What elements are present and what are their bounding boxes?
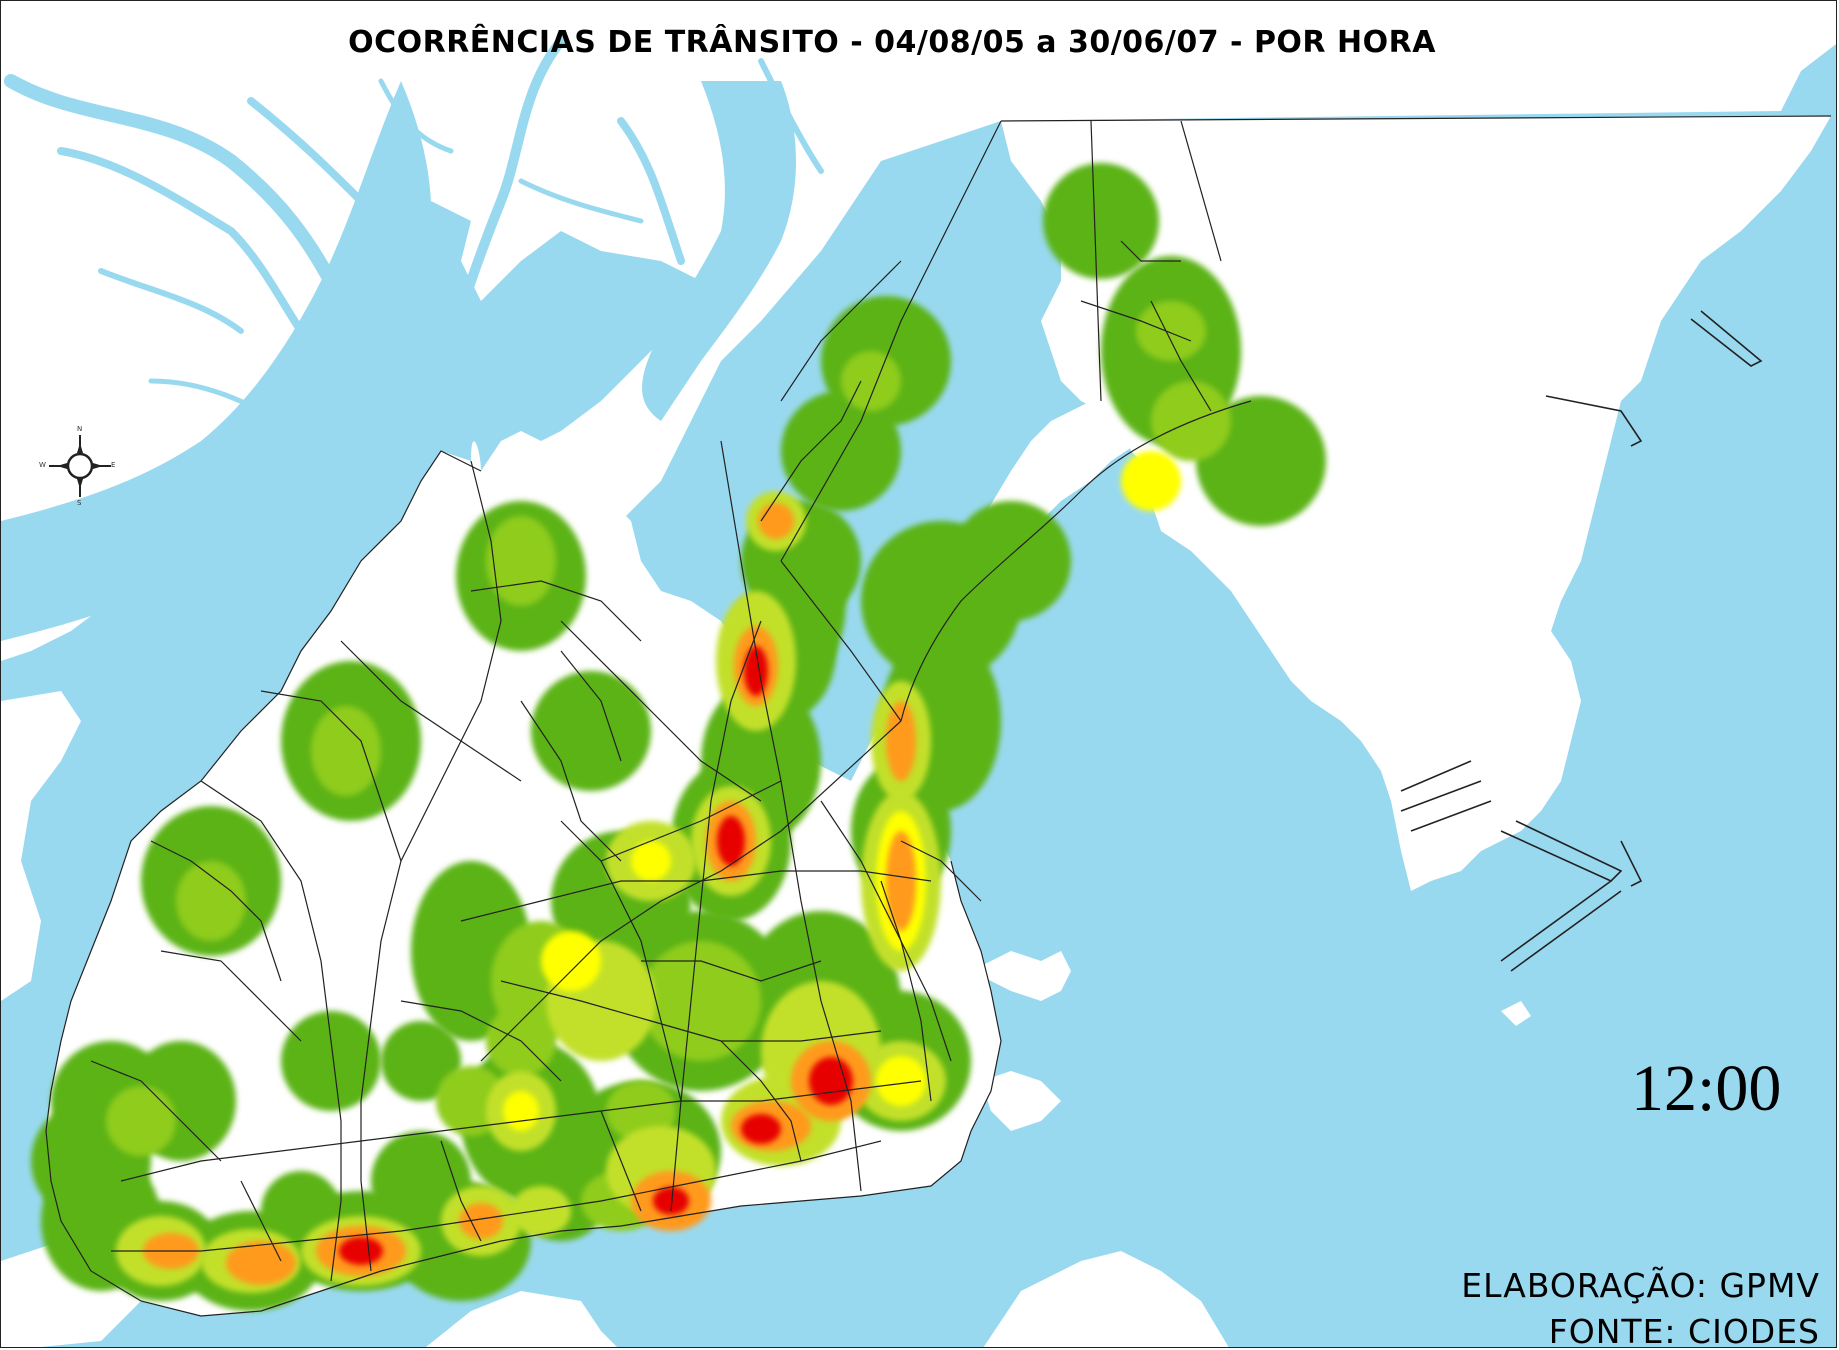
density-blob-density_low [281, 1011, 381, 1111]
density-blob-density_lowmid [606, 1081, 676, 1141]
density-blob-density_high [503, 1091, 539, 1131]
map-title: OCORRÊNCIAS DE TRÂNSITO - 04/08/05 a 30/… [348, 25, 1436, 60]
credits-source: FONTE: CIODES [1548, 1312, 1820, 1348]
land-bottom-right [983, 1251, 1229, 1347]
density-blob-density_low [381, 1021, 461, 1101]
density-blob-density_high [541, 931, 601, 991]
land-bottom-mid [426, 1291, 617, 1347]
density-blob-density_higher [459, 1203, 503, 1239]
density-blob-density_lowmid [486, 516, 556, 606]
credits-block: ELABORAÇÃO: GPMV FONTE: CIODES [1461, 1263, 1820, 1348]
compass-west-label: W [39, 461, 46, 469]
credits-elaboration: ELABORAÇÃO: GPMV [1461, 1266, 1820, 1305]
density-blob-density_highest [717, 816, 745, 866]
density-blob-density_highest [809, 1057, 853, 1105]
density-blob-density_highest [741, 1114, 781, 1144]
port-structures [1400, 310, 1763, 972]
density-blob-density_lowmid [311, 706, 381, 796]
density-heatmap [31, 163, 1326, 1311]
density-blob-density_higher [226, 1241, 296, 1285]
density-blob-density_higher [886, 831, 916, 931]
bay-center-north [642, 81, 796, 421]
density-blob-density_highest [339, 1237, 383, 1265]
compass-south-label: S [77, 499, 82, 507]
land-southwest [1, 691, 81, 1001]
density-blob-density_lowmid [641, 941, 761, 1061]
density-blob-density_lowmid [1136, 301, 1206, 361]
compass-rose-icon: N S E W [35, 421, 125, 511]
island-1 [971, 951, 1071, 1001]
district-boundaries [45, 115, 1832, 1317]
density-blob-density_high [631, 841, 671, 881]
density-blob-density_highest [653, 1187, 689, 1215]
density-blob-density_lowmid [841, 351, 901, 411]
compass-north-label: N [77, 425, 83, 433]
bay-northwest [1, 81, 432, 641]
density-blob-density_high [1121, 451, 1181, 511]
island-3 [1331, 511, 1391, 561]
hour-label: 12:00 [1631, 1052, 1782, 1125]
island-2 [981, 1071, 1061, 1131]
density-blob-density_high [876, 1056, 926, 1106]
density-blob-density_lowmid [176, 861, 246, 941]
density-blob-density_low [781, 391, 901, 511]
density-blob-density_low [951, 501, 1071, 621]
density-blob-density_higher [758, 503, 794, 539]
density-blob-density_mid [511, 1186, 571, 1236]
density-blob-density_higher [886, 701, 916, 781]
compass-rose-graphic [49, 435, 111, 497]
density-blob-density_lowmid [106, 1086, 176, 1156]
island-4 [1501, 1001, 1531, 1026]
compass-east-label: E [111, 461, 116, 469]
